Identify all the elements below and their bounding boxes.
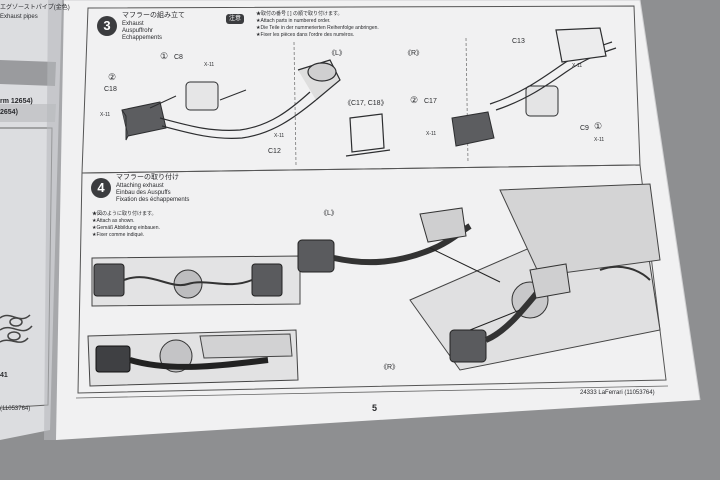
step4-title-de: Einbau des Auspuffs (116, 190, 171, 196)
step4-number: 4 (91, 178, 111, 198)
spine-shadow (44, 0, 66, 440)
step3-assembly-arrows (149, 89, 247, 109)
part-x11-f: X-11 (594, 137, 605, 143)
step3-caution-fr: ★Fixer les pièces dans l'ordre des numér… (256, 32, 355, 38)
step3-muffler-left (121, 81, 219, 141)
step3-title-jp: マフラーの組み立て (122, 12, 185, 19)
step3-left-label: 《L》 (328, 50, 346, 57)
step3-title-fr: Echappements (122, 35, 163, 41)
step4-engine-side-view (87, 329, 299, 387)
step4-title-fr: Fixation des échappements (116, 197, 190, 203)
footer-product: 24333 LaFerrari (11053764) (580, 390, 655, 396)
step3-pipe-c12 (159, 59, 341, 139)
left-page-exhaust-drawing (0, 314, 33, 343)
main-page-edge (64, 0, 701, 401)
left-page-gray-band (0, 60, 56, 86)
left-page-code-3: 41 (0, 372, 8, 379)
left-page-bottom-code: (11053764) (0, 406, 31, 412)
part-c8-num: ① (160, 51, 169, 61)
footer-rule (75, 385, 669, 399)
c17-c18-detail (345, 113, 391, 157)
part-x11-a: X-11 (204, 62, 215, 68)
step3-caution-en: ★Attach parts in numbered order. (256, 18, 331, 24)
step3-right-label: 《R》 (404, 50, 424, 57)
part-c8: C8 (174, 54, 183, 61)
step4-title-jp: マフラーの取り付け (116, 174, 179, 181)
step4-left-label: 《L》 (320, 210, 338, 217)
part-x11-d: X-11 (572, 63, 583, 69)
step3-pipe-c13 (489, 27, 617, 111)
step4-panel (77, 164, 667, 394)
part-x11-b: X-11 (100, 112, 111, 118)
part-c12: C12 (268, 148, 281, 155)
part-c17-num: ② (410, 95, 419, 105)
part-c9: C9 (580, 125, 589, 132)
step4-note-de: ★Gemäß Abbildung einbauen. (92, 225, 160, 231)
step4-note-en: ★Attach as shown. (92, 218, 135, 224)
part-x11-c: X-11 (274, 133, 285, 139)
step4-exhaust-right (449, 263, 571, 363)
step4-exhaust-left (297, 207, 472, 273)
part-c9-num: ① (594, 121, 603, 131)
left-page-code-2: 2654) (0, 109, 18, 116)
step4-engine-top-view (91, 255, 301, 307)
page-number: 5 (372, 403, 378, 413)
step4-guide-lines (429, 247, 521, 331)
step3-caution-badge: 注意 (226, 14, 245, 24)
left-page-jp-label: エグゾーストパイプ(金色) (0, 5, 70, 11)
part-c18: C18 (104, 86, 117, 93)
step3-caution-jp: ★取付の番号 [ ] の順で取り付けます。 (256, 11, 343, 17)
c17-c18-label: 《C17, C18》 (344, 100, 388, 107)
step4-note-fr: ★Fixer comme indiqué. (92, 232, 145, 238)
step3-dividers (293, 37, 469, 166)
step4-note-jp: ★図のように取り付けます。 (92, 211, 157, 217)
left-page-code-1: rm 12654) (0, 98, 33, 105)
left-page-en-label: Exhaust pipes (0, 14, 38, 20)
part-x11-e: X-11 (426, 131, 437, 137)
step4-right-label: 《R》 (380, 364, 400, 371)
step4-title-en: Attaching exhaust (116, 183, 164, 189)
part-c17: C17 (424, 98, 437, 105)
step3-title-en: Exhaust (122, 21, 144, 27)
step3-caution-de: ★Die Teile in der nummerierten Reihenfol… (256, 25, 379, 31)
step3-title-de: Auspuffrohr (122, 28, 153, 34)
part-c13: C13 (512, 38, 525, 45)
part-c18-num: ② (108, 72, 117, 82)
step3-number: 3 (97, 16, 117, 36)
left-page-bar (0, 104, 56, 122)
